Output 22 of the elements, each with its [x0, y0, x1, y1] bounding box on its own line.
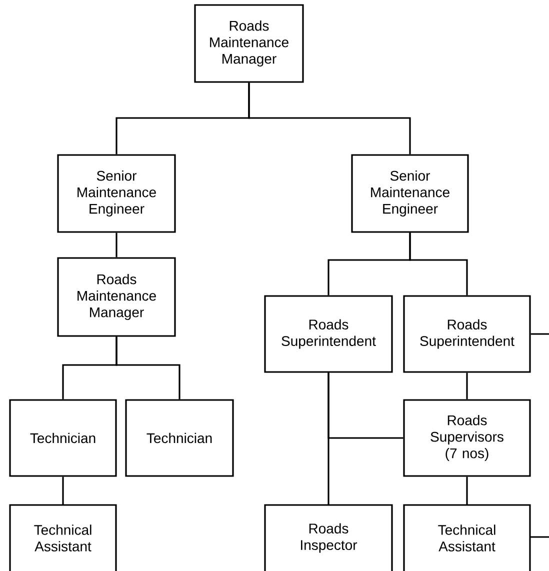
org-box: Technician — [9, 399, 117, 477]
org-box: Roads Superintendent — [264, 295, 393, 373]
connector-line — [530, 536, 549, 538]
org-box: Senior Maintenance Engineer — [57, 154, 176, 233]
org-box: Technical Assistant — [9, 504, 117, 571]
connector-line — [530, 333, 549, 335]
connector-line — [466, 372, 468, 400]
org-box: Roads Superintendent — [403, 295, 531, 373]
connector-line — [116, 336, 180, 400]
org-box: Roads Inspector — [264, 504, 393, 571]
org-box: Roads Maintenance Manager — [194, 4, 304, 83]
org-box: Technician — [125, 399, 234, 477]
org-box: Technical Assistant — [403, 504, 531, 571]
connector-line — [62, 476, 64, 505]
connector-line — [409, 232, 468, 296]
connector-line — [248, 82, 411, 154]
org-box: Roads Supervisors (7 nos) — [403, 399, 531, 477]
connector-line — [116, 232, 118, 258]
org-box: Roads Maintenance Manager — [57, 257, 176, 337]
connector-line — [328, 372, 404, 439]
org-box: Senior Maintenance Engineer — [351, 154, 469, 233]
connector-line — [466, 476, 468, 505]
